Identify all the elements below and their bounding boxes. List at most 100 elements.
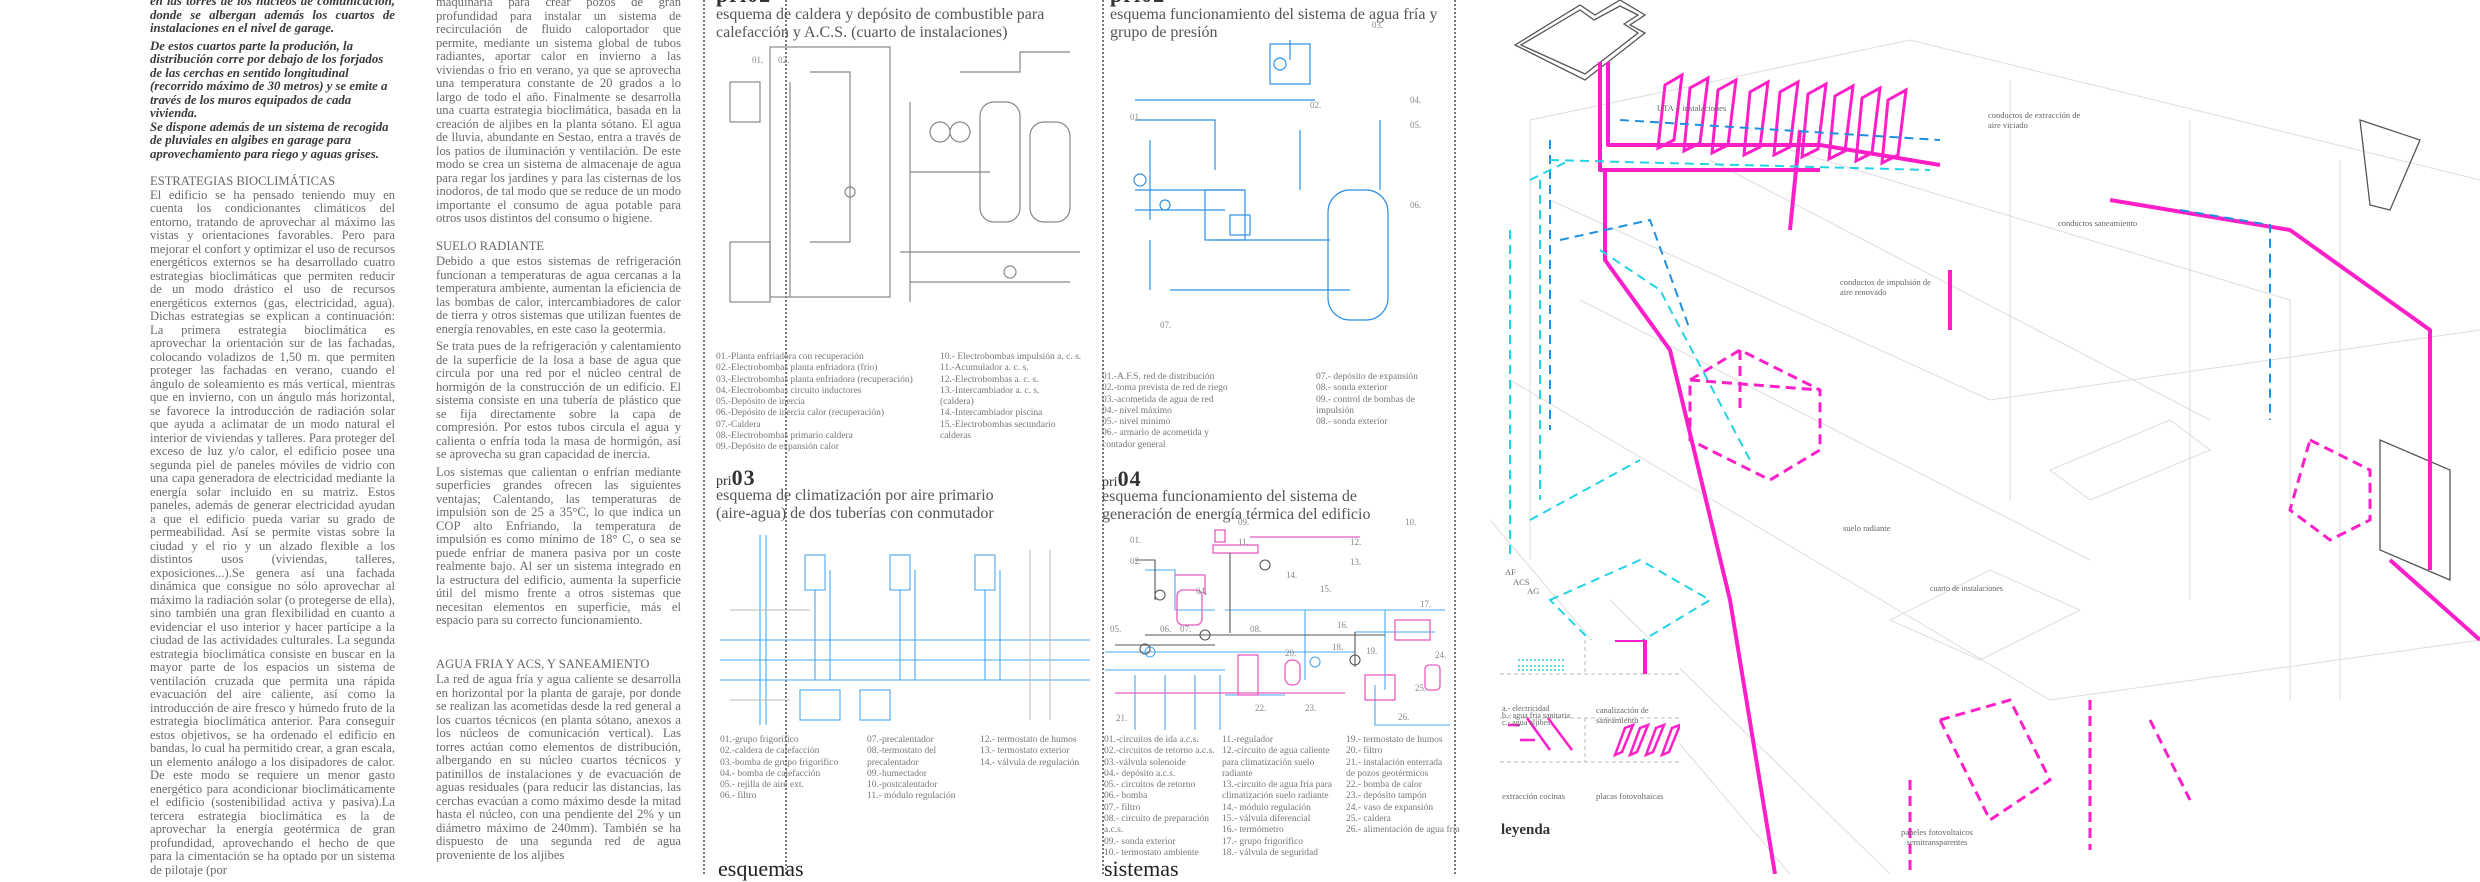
scheme-04-label: 21. [1116,713,1128,723]
legend-item: 09.-Depósito de expansión calor [716,442,839,453]
label-acs: ACS [1513,577,1530,587]
legend-item: 06.- filtro [720,791,757,802]
scheme-04-label: 16. [1337,620,1349,630]
legend-item: 12.- termostato de humos [980,735,1077,745]
scheme-04-legend-c: 19.- termostato de humos 20.- filtro 21.… [1346,735,1460,837]
scheme-04-label: 22. [1255,703,1267,713]
scheme-04-number: pri04 [1102,466,1142,492]
scheme-02-title: esquema funcionamiento del sistema de ag… [1110,6,1438,41]
legend-item: 14.- módulo regulación [1222,802,1311,813]
scheme-04-label: 02. [1130,556,1142,566]
legend-item: 01.-grupo frigorífico [720,735,799,745]
label-impulsion: conductos de impulsión de aire renovado [1840,277,1931,297]
legend-item: 07.-precalentador [867,735,934,745]
heading-agua-fria: AGUA FRIA Y ACS, Y SANEAMIENTO [436,656,650,671]
scheme-02-label: 01. [1130,112,1142,122]
suelo-radiante-p2: Se trata pues de la refrigeración y cale… [436,339,681,461]
scheme-04-label: 19. [1366,646,1378,656]
footer-sistemas: sistemas [1104,856,1179,881]
scheme-02-number: pri02 [1110,0,1165,8]
scheme-01-label: 01. [752,55,764,65]
legend-item: 05.- circuitos de retorno [1104,780,1196,791]
legend-item: 22.- bomba de calor [1346,780,1422,791]
legend-swatches [1500,640,1680,763]
legend-item: 13.-Intercambiador a. c. s. (caldera) [940,385,1040,408]
legend-item: 14.-Intercambiador piscina [940,408,1043,419]
scheme-04-label: 23. [1305,703,1317,713]
legend-title: leyenda [1501,822,1551,838]
legend-item-cocinas: extracción cocinas [1502,791,1566,801]
scheme-02-legend-a: 01.-A.F.S. red de distribución 02.-toma … [1102,372,1228,451]
body-estrategias: El edificio se ha pensado teniendo muy e… [150,187,395,877]
scheme-04-label: 05. [1110,624,1122,634]
scheme-04-label: 10. [1405,517,1417,527]
legend-item: 14.- válvula de regulación [980,757,1080,768]
scheme-04-label: 08. [1250,624,1262,634]
legend-item: 10.- Electrobombas impulsión a. c. s. [940,352,1082,362]
intro-bold-3: Se dispone además de un sistema de recog… [150,119,389,161]
label-paneles: paneles fotovoltaicos semitransparentes [1901,827,1973,847]
scheme-04-label: 18. [1332,642,1344,652]
scheme-04-label: 17. [1420,599,1432,609]
label-ag: AG [1527,586,1540,596]
scheme-04-label: 13. [1350,557,1362,567]
legend-item: 04.- nivel máximo [1102,405,1172,416]
scheme-02-diagram [1133,40,1389,321]
legend-item: 04.- depósito a.c.s. [1104,768,1176,779]
scheme-04-label: 06. [1160,624,1172,634]
scheme-02-label: 02. [1310,100,1322,110]
scheme-02-label: 07. [1160,320,1172,330]
legend-item: 05.- rejilla de aire ext. [720,780,804,791]
heading-suelo-radiante: SUELO RADIANTE [436,238,545,253]
scheme-04-label: 12. [1350,537,1362,547]
scheme-03-diagram [720,535,1090,725]
suelo-radiante-p3: Los sistemas que calientan o enfrían med… [436,464,681,627]
legend-item: 08.- sonda exterior [1316,383,1388,394]
legend-item: 01.-Planta enfriadora con recuperación [716,352,864,362]
legend-item: 07.-Caldera [716,419,761,430]
legend-item: 02.-toma prevista de red de riego [1102,383,1228,394]
scheme-04-label: 11. [1238,537,1249,547]
scheme-04-label: 01. [1130,535,1142,545]
legend-item: 25.- caldera [1346,814,1391,825]
scheme-01-legend-b: 10.- Electrobombas impulsión a. c. s. 11… [940,352,1082,442]
scheme-02-label: 05. [1410,120,1422,130]
legend-item: 08.-Electrobombas primario caldera [716,431,853,442]
heading-estrategias: ESTRATEGIAS BIOCLIMÁTICAS [150,174,336,188]
label-extraccion: conductos de extracción de aire viciado [1988,110,2081,130]
legend-item: 03.-bomba de grupo frigorífico [720,757,839,768]
scheme-04-label: 25. [1415,683,1427,693]
legend-item: 06.- armario de acometida y contador gen… [1102,428,1209,450]
scheme-number: 03 [731,465,756,490]
legend-item: 12.-circuito de agua caliente para clima… [1222,746,1330,779]
legend-item: 03.-acometida de agua de red [1102,394,1214,405]
scheme-04-diagram [1105,529,1450,730]
saneamiento-swatch [1615,640,1647,674]
scheme-number: 04 [1117,466,1142,491]
text-column-1: en las torres de los núcleos de comunica… [150,0,395,881]
legend-item: 01.-circuitos de ida a.c.s. [1104,735,1199,745]
legend-item: 09.- sonda exterior [1104,836,1176,847]
scheme-03-legend-a: 01.-grupo frigorífico 02.-caldera de cal… [720,735,838,803]
legend-item: 11.-regulador [1222,735,1274,745]
legend-item: 02.-circuitos de retorno a.c.s. [1104,746,1215,757]
scheme-04-label: 09. [1238,517,1250,527]
label-suelo-radiante: suelo radiante [1843,523,1891,533]
legend-item-saneamiento: canalización de saneamiento [1596,705,1649,725]
guide-line [1102,0,1104,874]
text-column-2: maquinaria para crear pozos de gran prof… [436,0,681,866]
scheme-04-label: 20. [1285,648,1297,658]
legend-item: 13.- termostato exterior [980,746,1070,757]
scheme-03-title: esquema de climatización por aire primar… [716,487,994,522]
scheme-01-title: esquema de caldera y depósito de combust… [716,6,1045,41]
legend-item: 15.- válvula diferencial [1222,814,1311,825]
legend-item: 13.-circuito de agua fría para climatiza… [1222,780,1332,802]
legend-item: 19.- termostato de humos [1346,735,1443,745]
scheme-04-label: 04. [1196,586,1208,596]
legend-item: 21.- instalación enterrada de pozos geot… [1346,757,1443,779]
legend-item-fotovoltaicas: placas fotovoltaicas [1596,791,1664,801]
legend-item: 16.- termómetro [1222,825,1284,836]
guide-line [1454,0,1456,874]
legend-item: 01.-A.F.S. red de distribución [1102,372,1215,382]
scheme-02-label: 04. [1410,95,1422,105]
